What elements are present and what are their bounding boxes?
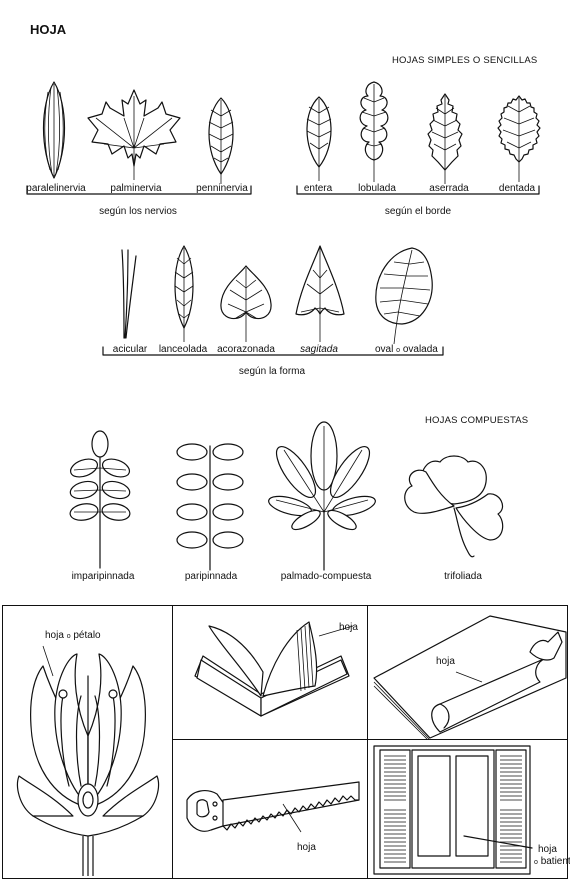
compound-leaves-heading: HOJAS COMPUESTAS xyxy=(425,415,529,426)
flower-caption: hoja o pétalo xyxy=(45,630,101,641)
entera-leaf-icon xyxy=(306,96,332,181)
flower-or: o xyxy=(66,633,71,640)
label-imparipinnada: imparipinnada xyxy=(71,571,135,582)
label-acorazonada: acorazonada xyxy=(217,344,275,355)
borde-bracket xyxy=(296,185,540,195)
paper-panel: hoja xyxy=(367,605,568,741)
palmado-compuesta-leaf-icon xyxy=(268,421,376,571)
saw-panel: hoja xyxy=(172,739,369,879)
label-trifoliada: trifoliada xyxy=(444,571,482,582)
dentada-leaf-icon xyxy=(497,95,541,182)
imparipinnada-leaf-icon xyxy=(69,430,131,569)
label-dentada: dentada xyxy=(498,183,536,194)
forma-group-label: según la forma xyxy=(238,366,306,377)
label-lanceolada: lanceolada xyxy=(158,344,208,355)
forma-bracket xyxy=(102,346,444,356)
lanceolada-leaf-icon xyxy=(174,245,194,342)
flower-icon xyxy=(16,645,160,876)
paper-label: hoja xyxy=(436,656,455,667)
label-oval: oval o ovalada xyxy=(375,344,438,355)
oval-leaf-icon xyxy=(375,247,433,345)
label-oval-or: o xyxy=(396,347,401,354)
label-sagitada: sagitada xyxy=(300,344,338,355)
saw-icon xyxy=(186,781,360,833)
label-penninervia: penninervia xyxy=(196,183,248,194)
label-ovalada-word: ovalada xyxy=(402,344,438,355)
book-panel: hoja xyxy=(172,605,369,741)
nervios-bracket xyxy=(26,185,252,195)
trifoliada-leaf-icon xyxy=(404,455,504,558)
paper-sheet-icon xyxy=(373,615,567,741)
aserrada-leaf-icon xyxy=(427,93,463,184)
paralelinervia-leaf-icon xyxy=(42,81,66,179)
window-or: o xyxy=(534,859,538,866)
saw-label: hoja xyxy=(297,842,316,853)
label-aserrada: aserrada xyxy=(429,183,469,194)
flower-label: hoja xyxy=(45,630,64,641)
label-entera: entera xyxy=(303,183,333,194)
label-palmado-compuesta: palmado-compuesta xyxy=(280,571,372,582)
paripinnada-leaf-icon xyxy=(176,443,244,571)
page-title: HOJA xyxy=(30,22,67,37)
window-label2: batiente xyxy=(540,856,570,867)
label-paripinnada: paripinnada xyxy=(184,571,238,582)
penninervia-leaf-icon xyxy=(208,97,234,184)
book-label: hoja xyxy=(339,622,358,633)
acorazonada-leaf-icon xyxy=(220,265,272,342)
label-lobulada: lobulada xyxy=(358,183,396,194)
borde-group-label: según el borde xyxy=(384,206,452,217)
sagitada-leaf-icon xyxy=(295,245,345,342)
flower-label2: pétalo xyxy=(73,630,101,641)
palminervia-leaf-icon xyxy=(87,89,181,180)
flower-panel: hoja o pétalo xyxy=(2,605,174,879)
label-acicular: acicular xyxy=(112,344,148,355)
label-palminervia: palminervia xyxy=(110,183,162,194)
label-oval-word: oval xyxy=(375,344,394,355)
window-panel: hoja o batiente xyxy=(367,739,570,879)
simple-leaves-heading: HOJAS SIMPLES O SENCILLAS xyxy=(392,55,538,66)
book-icon xyxy=(194,621,354,717)
label-paralelinervia: paralelinervia xyxy=(26,183,86,194)
window-caption-2: o batiente xyxy=(534,856,570,867)
window-icon xyxy=(373,745,533,875)
nervios-group-label: según los nervios xyxy=(99,206,177,217)
window-caption-1: hoja xyxy=(538,844,557,855)
acicular-leaf-icon xyxy=(121,249,137,339)
lobulada-leaf-icon xyxy=(359,81,389,182)
